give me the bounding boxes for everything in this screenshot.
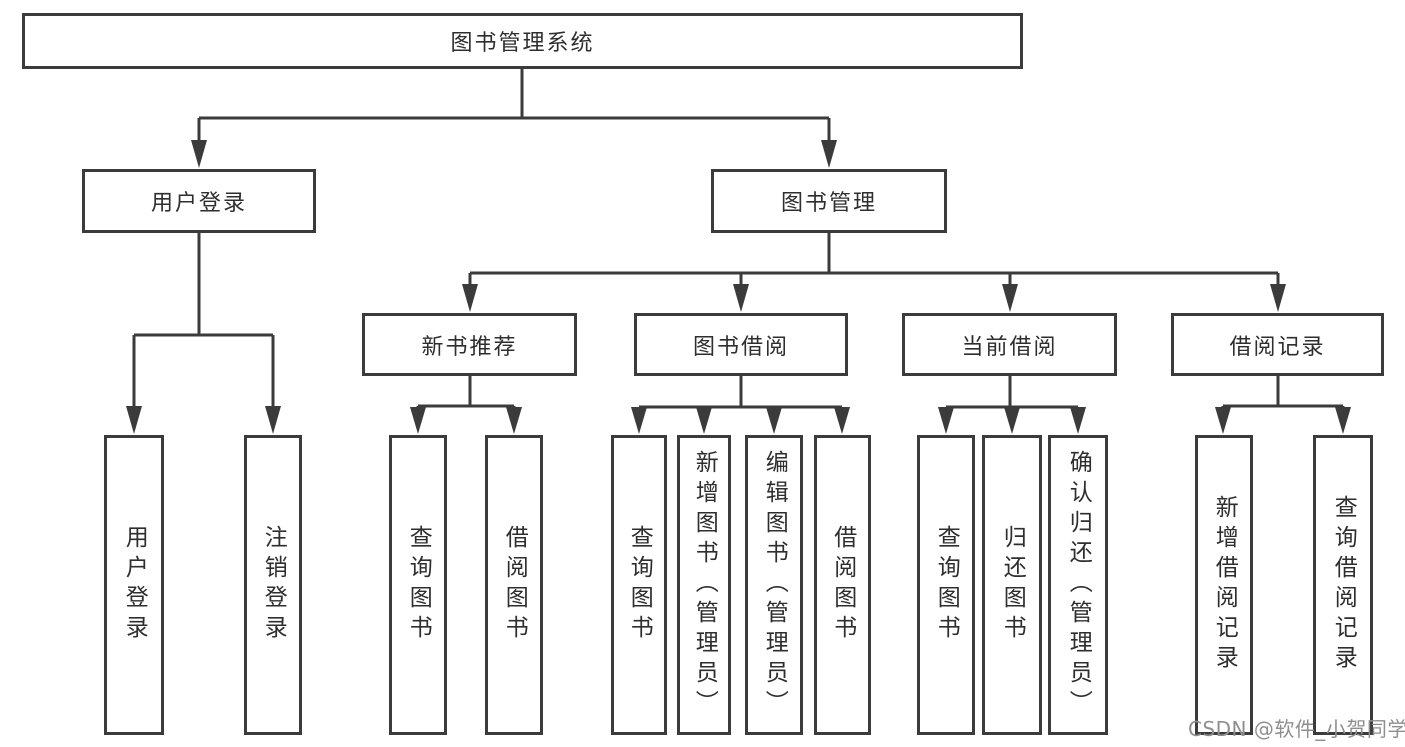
node-label: 图书借阅 — [692, 334, 789, 360]
arrowheads — [126, 140, 1351, 434]
leaf-confirm-return-admin: 确认归还（管理员） — [1048, 435, 1108, 735]
csdn-watermark: CSDN @软件_小贺同学 — [1188, 717, 1405, 741]
leaf-query-books-current: 查询图书 — [917, 435, 975, 735]
leaf-user-login: 用户登录 — [104, 435, 164, 735]
leaf-query-books-borrowing: 查询图书 — [611, 435, 667, 735]
node-label: 归还图书 — [999, 525, 1026, 645]
node-label: 确认归还（管理员） — [1065, 450, 1092, 720]
node-label: 图书管理系统 — [450, 31, 595, 56]
node-label: 借阅记录 — [1229, 334, 1326, 360]
node-borrowing-records: 借阅记录 — [1171, 313, 1384, 376]
node-book-management: 图书管理 — [711, 169, 947, 233]
node-label: 用户登录 — [150, 191, 247, 216]
node-user-login: 用户登录 — [82, 169, 316, 233]
node-label: 编辑图书（管理员） — [761, 450, 788, 720]
leaf-query-books-recommend: 查询图书 — [389, 435, 447, 735]
node-book-borrowing: 图书借阅 — [634, 313, 848, 376]
leaf-add-books-admin: 新增图书（管理员） — [677, 435, 731, 735]
leaf-query-borrow-record: 查询借阅记录 — [1313, 435, 1373, 735]
node-label: 查询图书 — [626, 525, 653, 645]
node-label: 查询图书 — [405, 525, 432, 645]
node-label: 注销登录 — [260, 525, 287, 645]
node-label: 新增借阅记录 — [1211, 495, 1238, 675]
node-label: 查询图书 — [933, 525, 960, 645]
node-label: 用户登录 — [121, 525, 148, 645]
leaf-edit-books-admin: 编辑图书（管理员） — [745, 435, 803, 735]
node-label: 新书推荐 — [421, 334, 518, 360]
node-label: 查询借阅记录 — [1330, 495, 1357, 675]
node-label: 新增图书（管理员） — [691, 450, 718, 720]
node-label: 当前借阅 — [961, 334, 1058, 360]
leaf-logout: 注销登录 — [244, 435, 302, 735]
node-label: 借阅图书 — [829, 525, 856, 645]
node-current-borrowing: 当前借阅 — [902, 313, 1117, 376]
node-label: 图书管理 — [780, 191, 877, 216]
leaf-borrow-books-recommend: 借阅图书 — [485, 435, 543, 735]
node-root-library-management-system: 图书管理系统 — [22, 13, 1023, 69]
node-new-book-recommendation: 新书推荐 — [362, 313, 577, 376]
node-label: 借阅图书 — [501, 525, 528, 645]
leaf-return-books: 归还图书 — [982, 435, 1042, 735]
leaf-borrow-books: 借阅图书 — [814, 435, 871, 735]
leaf-add-borrow-record: 新增借阅记录 — [1195, 435, 1253, 735]
